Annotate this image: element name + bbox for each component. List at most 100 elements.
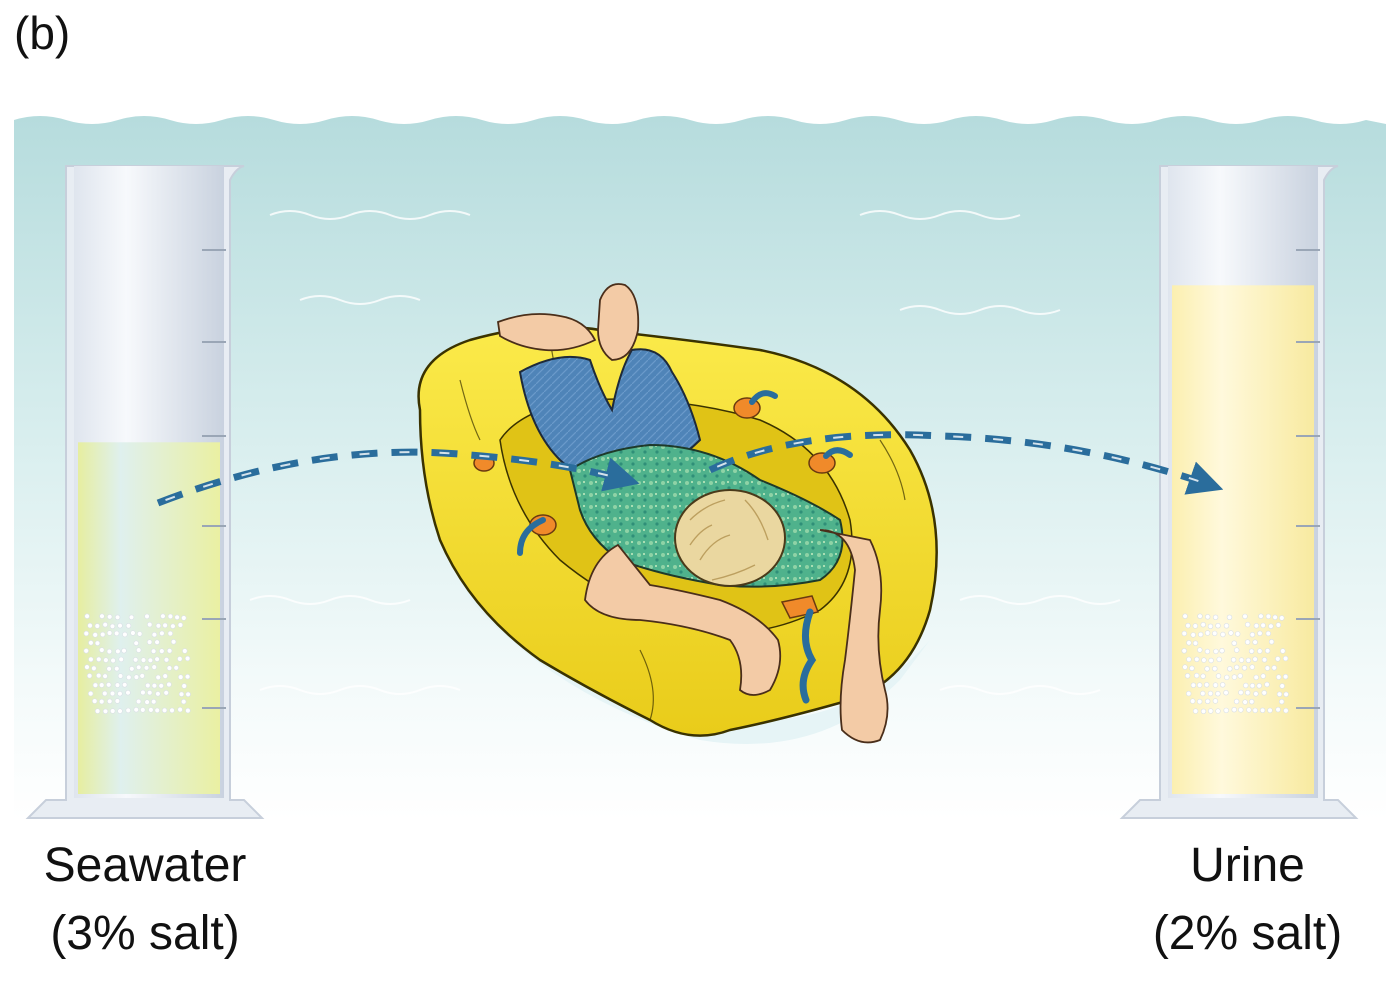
salt-particle <box>1186 656 1192 663</box>
salt-particle <box>103 657 109 663</box>
salt-particle <box>1279 615 1285 621</box>
person-feet <box>497 313 597 352</box>
salt-particles-left <box>83 613 191 714</box>
salt-particle <box>84 613 90 619</box>
salt-particle <box>139 673 145 679</box>
salt-particle <box>170 623 176 629</box>
salt-particle <box>174 614 180 620</box>
salt-particle <box>1257 648 1263 654</box>
salt-particle <box>1244 621 1251 628</box>
salt-particle <box>1192 708 1199 714</box>
salt-particle <box>167 630 174 637</box>
salt-particle <box>1238 689 1244 696</box>
salt-particle <box>1275 674 1282 680</box>
salt-particle <box>1211 630 1218 637</box>
salt-particle <box>1215 622 1221 629</box>
salt-particle <box>177 622 184 628</box>
salt-particle <box>1244 639 1251 645</box>
salt-particle <box>1189 665 1195 671</box>
salt-particle <box>160 613 166 619</box>
salt-particle <box>147 621 153 628</box>
salt-particle <box>1204 648 1211 655</box>
salt-particle <box>1248 648 1255 654</box>
salt-particle <box>178 691 185 697</box>
salt-particle <box>144 699 150 705</box>
salt-particle <box>181 683 187 689</box>
salt-particle <box>1249 631 1256 638</box>
salt-particle <box>161 707 168 713</box>
salt-particle <box>170 639 177 645</box>
salt-particle <box>1265 630 1272 637</box>
salt-particle <box>1226 614 1233 620</box>
salt-particle <box>117 622 123 629</box>
salt-particle <box>133 674 140 680</box>
seawater-caption: Seawater (3% salt) <box>0 832 290 968</box>
salt-particle <box>91 698 98 704</box>
salt-particle <box>1215 708 1221 714</box>
salt-particle <box>177 706 183 713</box>
salt-particle <box>163 657 170 663</box>
salt-particle <box>1227 666 1233 672</box>
salt-particle <box>113 630 120 637</box>
salt-particle <box>1213 648 1219 655</box>
salt-particle <box>126 674 132 681</box>
salt-particle <box>84 664 90 670</box>
salt-particle <box>177 656 183 662</box>
salt-particle <box>1258 613 1264 619</box>
salt-particle <box>110 657 116 664</box>
salt-particle <box>140 689 146 696</box>
salt-particle <box>1253 674 1259 681</box>
salt-particle <box>1231 674 1238 680</box>
salt-particle <box>125 689 131 696</box>
salt-particle <box>117 708 123 714</box>
salt-particle <box>166 665 173 671</box>
salt-particle <box>1182 664 1188 670</box>
salt-particle <box>94 708 101 714</box>
salt-particle <box>106 614 113 620</box>
salt-particle <box>1242 699 1248 705</box>
salt-particle <box>1197 647 1203 653</box>
salt-particle <box>1241 665 1248 671</box>
salt-particle <box>137 631 143 637</box>
salt-particle <box>1207 690 1214 697</box>
salt-particle <box>1212 682 1219 688</box>
salt-particle <box>1204 614 1211 620</box>
salt-particle <box>150 648 157 654</box>
salt-particle <box>1276 691 1283 697</box>
salt-particle <box>1279 683 1285 689</box>
salt-particle <box>1264 648 1271 654</box>
salt-particle <box>118 656 124 663</box>
salt-particle <box>125 707 131 714</box>
salt-particle <box>182 648 188 654</box>
salt-particle <box>1259 707 1266 713</box>
salt-particle <box>94 623 101 629</box>
salt-particle <box>1223 689 1229 696</box>
salt-particle <box>102 708 109 714</box>
salt-particle <box>1253 691 1259 697</box>
salt-particle <box>159 648 165 654</box>
salt-particle <box>105 682 112 688</box>
salt-particle <box>148 707 154 713</box>
person-left-arm <box>584 543 782 696</box>
salt-particle <box>1233 698 1240 705</box>
person-right-arm <box>819 529 889 744</box>
salt-particle <box>1268 623 1274 629</box>
salt-particle <box>1200 690 1206 697</box>
salt-particle <box>140 657 147 663</box>
salt-particle <box>98 682 105 688</box>
urine-label: Urine <box>1190 839 1305 892</box>
salt-particle <box>117 690 123 697</box>
salt-particle <box>1200 708 1207 714</box>
salt-particle <box>96 656 102 662</box>
salt-particle <box>1208 657 1214 664</box>
salt-particle <box>140 707 146 713</box>
urine-caption: Urine (2% salt) <box>1105 832 1390 968</box>
salt-particle <box>167 613 174 620</box>
salt-particle <box>166 681 172 688</box>
person-head <box>674 489 786 587</box>
salt-particle <box>1212 698 1219 704</box>
salt-particle <box>151 631 158 638</box>
salt-particle <box>147 657 154 663</box>
salt-particle <box>1212 665 1218 672</box>
